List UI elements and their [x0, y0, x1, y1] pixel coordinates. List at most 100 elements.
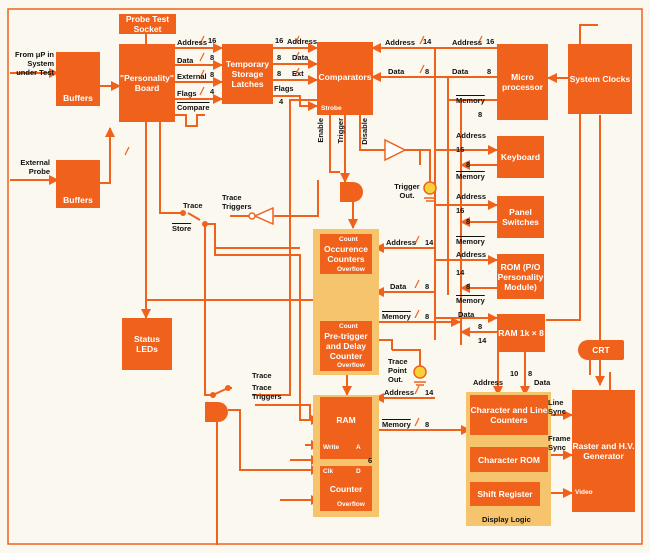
data-label-7: Data: [534, 378, 551, 387]
w8-d: 8: [277, 69, 282, 78]
ram-1k: RAM 1k × 8: [497, 314, 545, 352]
ext-label: Ext: [292, 69, 304, 78]
character-line-counters: Character and Line Counters: [470, 395, 548, 435]
w8-g: 8: [478, 110, 483, 119]
trace-label-1: Trace: [183, 201, 203, 210]
memory-label-6: Memory: [382, 420, 411, 429]
frame-sync-label: Frame Sync: [548, 434, 571, 452]
status-leds: Status LEDs: [122, 318, 172, 370]
w4-b: 4: [279, 97, 284, 106]
panel-switches: Panel Switches: [497, 196, 544, 238]
probe-test-socket: Probe Test Socket: [119, 14, 176, 34]
address-label-2: Address: [287, 37, 318, 46]
w8-o: 8: [528, 369, 533, 378]
overflow-label-3: Overflow: [337, 501, 365, 508]
data-label-5: Data: [458, 310, 475, 319]
line-sync-label: Line Sync: [548, 398, 566, 416]
w14-d: 14: [425, 238, 434, 247]
trigger-label: Trigger: [336, 118, 345, 144]
pretrigger-delay-counter: Pre-trigger and Delay Counter: [320, 321, 372, 371]
compare-label: Compare: [177, 103, 210, 112]
count-label-2: Count: [339, 323, 358, 330]
a-label: A: [356, 444, 361, 451]
write-label: Write: [323, 444, 340, 451]
memory-label-3: Memory: [456, 237, 485, 246]
trace-label-2: Trace: [252, 371, 272, 380]
personality-board: "Personality" Board: [119, 44, 175, 122]
trace-triggers-label-2: Trace Triggers: [252, 383, 282, 401]
w16-d: 16: [456, 145, 465, 154]
address-label-3: Address: [385, 38, 416, 47]
data-label-2: Data: [292, 53, 309, 62]
address-label-6: Address: [456, 192, 487, 201]
buffers-top-label: Buffers: [63, 93, 93, 103]
trace-triggers-label-1: Trace Triggers: [222, 193, 252, 211]
memory-label-4: Memory: [456, 296, 485, 305]
address-label-1: Address: [177, 38, 208, 47]
ram-trace: RAM: [320, 397, 372, 459]
address-label-10: Address: [473, 378, 504, 387]
address-label-9: Address: [384, 388, 415, 397]
q-label: D: [356, 468, 361, 475]
comparators-label: Comparators: [318, 72, 372, 82]
data-label-1: Data: [177, 56, 194, 65]
data-label-6: Data: [390, 282, 407, 291]
strobe-label: Strobe: [321, 105, 342, 112]
crt: CRT: [578, 340, 624, 360]
address-label-4: Address: [452, 38, 483, 47]
w4-a: 4: [210, 87, 215, 96]
external-label: External: [177, 72, 207, 81]
w8-i: 8: [466, 217, 471, 226]
occurrence-counters: Occurence Counters: [320, 234, 372, 274]
w6: 6: [368, 456, 373, 465]
enable-label: Enable: [316, 118, 325, 143]
display-logic-label: Display Logic: [482, 515, 531, 524]
w16-a: 16: [208, 36, 217, 45]
w8-f: 8: [487, 67, 492, 76]
store-label: Store: [172, 224, 192, 233]
character-rom: Character ROM: [470, 447, 548, 472]
overflow-label-2: Overflow: [337, 362, 365, 369]
rom: ROM (P/O Personality Module): [497, 254, 544, 299]
data-label-3: Data: [388, 67, 405, 76]
raster-hv-generator: Raster and H.V. Generator: [572, 390, 635, 512]
w8-c: 8: [277, 53, 282, 62]
w14-a: 14: [423, 37, 432, 46]
clk-label: Clk: [323, 468, 334, 475]
w16-c: 16: [486, 37, 495, 46]
w14-c: 14: [478, 336, 487, 345]
w8-k: 8: [478, 322, 483, 331]
w8-a: 8: [210, 53, 215, 62]
temporary-storage-latches: Temporary Storage Latches: [222, 44, 273, 104]
from-up-label: From μP in System under Test: [14, 50, 54, 77]
comparators: Comparators: [317, 42, 373, 115]
w8-j: 8: [466, 282, 471, 291]
buffers-bottom: Buffers: [56, 160, 100, 208]
w10: 10: [510, 369, 519, 378]
w8-m: 8: [425, 312, 430, 321]
w14-b: 14: [456, 268, 465, 277]
address-label-5: Address: [456, 131, 487, 140]
w8-b: 8: [210, 70, 215, 79]
buffers-bottom-label: Buffers: [63, 195, 93, 205]
trace-point-out-label: Trace Point Out.: [388, 357, 408, 384]
w8-l: 8: [425, 282, 430, 291]
flags-label-2: Flags: [274, 84, 294, 93]
buffers-top: Buffers: [56, 52, 100, 106]
w8-h: 8: [466, 160, 471, 169]
shift-register: Shift Register: [470, 482, 540, 506]
trigger-out-label: Trigger Out.: [394, 182, 420, 200]
memory-label-2: Memory: [456, 172, 485, 181]
counter: Counter: [320, 466, 372, 511]
w8-e: 8: [425, 67, 430, 76]
ram-trace-label: RAM: [336, 415, 356, 425]
data-label-4: Data: [452, 67, 469, 76]
external-probe-label: External Probe: [20, 158, 50, 176]
memory-label-5: Memory: [382, 312, 411, 321]
w14-e: 14: [425, 388, 434, 397]
w16-e: 16: [456, 206, 465, 215]
flags-label-1: Flags: [177, 89, 197, 98]
w8-n: 8: [425, 420, 430, 429]
